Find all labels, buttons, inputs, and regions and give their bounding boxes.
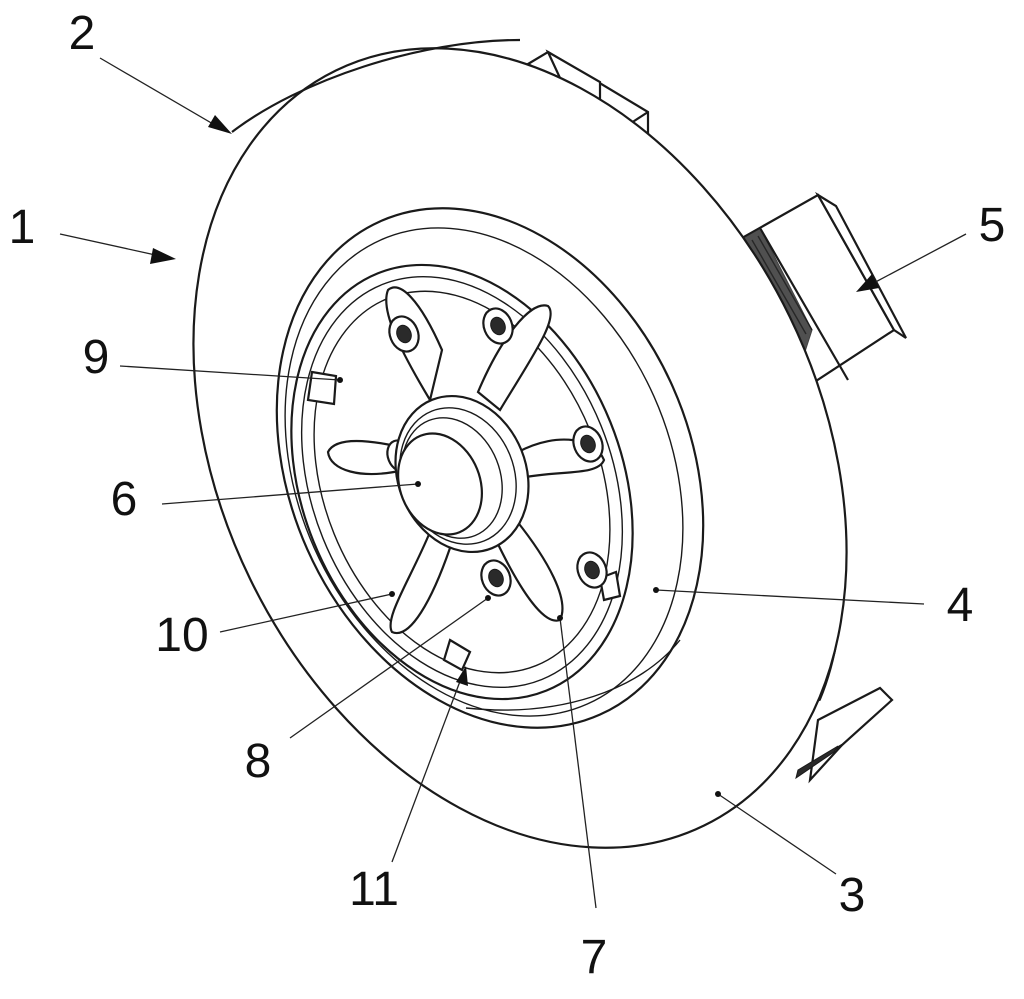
ref-label-4: 4 [946,579,974,632]
leader-dots [337,377,721,797]
leader-lines [59,57,967,909]
latch-tabs [306,370,622,672]
ref-label-6: 6 [110,473,138,526]
ref-label-3: 3 [838,869,866,922]
ref-label-9: 9 [82,331,110,384]
bottom-spring-clip [795,686,894,784]
ref-label-5: 5 [978,199,1006,252]
ref-label-2: 2 [68,7,96,60]
ref-label-10: 10 [155,609,209,662]
ref-label-8: 8 [244,735,272,788]
ref-label-7: 7 [580,931,608,984]
central-hub [394,394,530,554]
ref-label-1: 1 [8,201,36,254]
reflector-lip [465,639,681,711]
ref-label-11: 11 [349,863,399,916]
